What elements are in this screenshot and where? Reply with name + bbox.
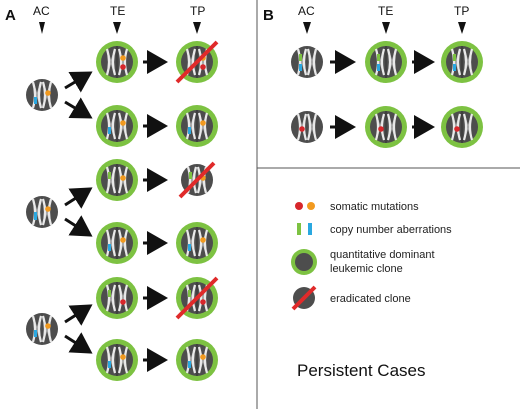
legend-eradicated-label: eradicated clone — [330, 293, 411, 305]
col-header-tp-b: TP — [454, 4, 469, 18]
te-cell — [96, 105, 138, 147]
col-header-ac-marker — [39, 22, 45, 34]
te-cell — [365, 41, 407, 83]
te-cell — [96, 222, 138, 264]
col-header-ac-b: AC — [298, 4, 315, 18]
legend-dominant-line2: leukemic clone — [330, 263, 403, 275]
col-header-ac: AC — [33, 4, 50, 18]
panel-a-group-1 — [26, 41, 218, 147]
ac-cell — [26, 196, 58, 228]
col-header-te-marker — [113, 22, 121, 34]
red-mutation-icon — [295, 202, 303, 210]
ac-cell — [26, 79, 58, 111]
legend-somatic: somatic mutations — [295, 201, 419, 213]
tp-cell — [176, 105, 218, 147]
tp-cell — [176, 339, 218, 381]
te-cell — [96, 159, 138, 201]
panel-a-group-2 — [26, 159, 218, 264]
ac-cell — [291, 111, 323, 143]
col-header-te-b-marker — [382, 22, 390, 34]
caption-persistent-cases: Persistent Cases — [297, 361, 426, 380]
panel-b-row-1 — [291, 41, 483, 83]
legend-cna: copy number aberrations — [297, 223, 452, 236]
col-header-ac-b-marker — [303, 22, 311, 34]
green-cna-icon — [297, 223, 301, 235]
col-header-tp-marker — [193, 22, 201, 34]
tp-cell-eradicated — [176, 277, 218, 319]
ac-cell — [26, 313, 58, 345]
panel-label-b: B — [263, 7, 274, 24]
blue-cna-icon — [308, 223, 312, 235]
tp-cell-eradicated — [176, 41, 218, 83]
tp-cell — [441, 41, 483, 83]
orange-mutation-icon — [307, 202, 315, 210]
tp-cell-eradicated — [178, 161, 216, 199]
panel-b-row-2 — [291, 106, 483, 148]
legend-dominant: quantitative dominant leukemic clone — [291, 249, 435, 275]
col-header-tp: TP — [190, 4, 205, 18]
panel-label-a: A — [5, 7, 16, 24]
panel-a-group-3 — [26, 277, 218, 381]
tp-cell — [441, 106, 483, 148]
legend-dominant-line1: quantitative dominant — [330, 249, 435, 261]
col-header-te-b: TE — [378, 4, 393, 18]
tp-cell — [176, 222, 218, 264]
te-cell — [96, 41, 138, 83]
te-cell — [365, 106, 407, 148]
legend: somatic mutations copy number aberration… — [291, 201, 452, 311]
col-header-tp-b-marker — [458, 22, 466, 34]
legend-eradicated: eradicated clone — [291, 285, 411, 311]
te-cell — [96, 277, 138, 319]
col-header-te: TE — [110, 4, 125, 18]
legend-cna-label: copy number aberrations — [330, 224, 452, 236]
te-cell — [96, 339, 138, 381]
ac-cell — [291, 46, 323, 78]
legend-somatic-label: somatic mutations — [330, 201, 419, 213]
